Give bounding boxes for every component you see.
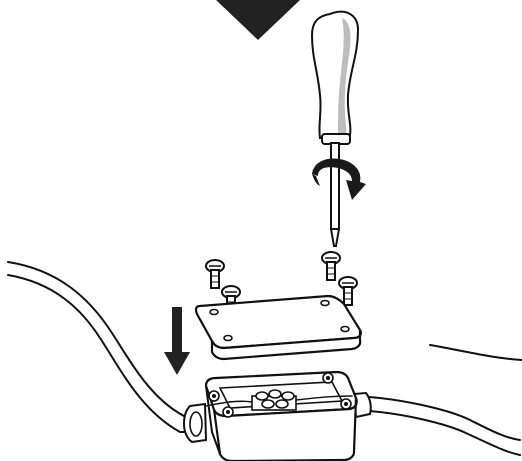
box-lid (194, 294, 362, 361)
rotation-arrow (312, 158, 366, 200)
cable (7, 261, 522, 456)
screws (205, 251, 358, 315)
lid-hole (209, 308, 219, 316)
terminal-block (251, 389, 297, 411)
screw-front-right (338, 276, 358, 306)
lid-hole (320, 299, 330, 307)
lid-hole (340, 325, 350, 333)
screw-back-right (321, 251, 341, 281)
junction-box (182, 370, 372, 461)
screwdriver (310, 10, 360, 247)
lid-hole (223, 334, 233, 342)
top-pointer-arrow (216, 0, 300, 40)
down-arrow (164, 307, 190, 375)
screw-back-left (205, 259, 225, 289)
